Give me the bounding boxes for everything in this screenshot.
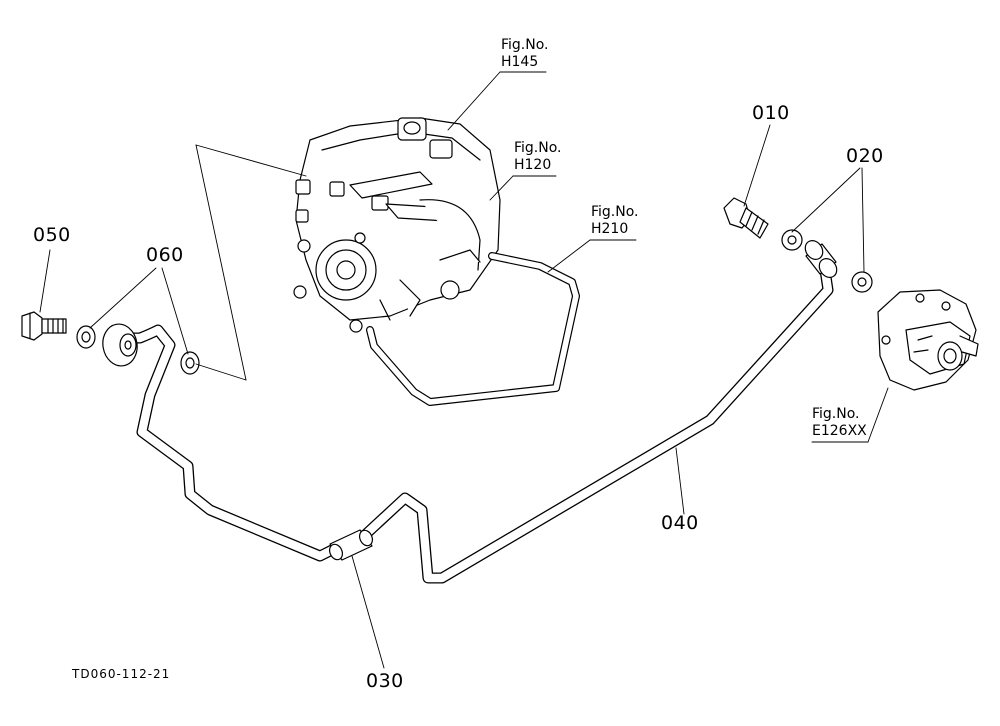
fig-ref-e126xx-line2: E126XX [812,423,867,439]
fig-ref-h145: Fig.No. H145 [501,37,549,71]
clamp-030 [328,529,374,561]
part-label-030: 030 [366,670,404,692]
injection-pump [293,117,501,333]
banjo-eye-left [102,323,138,367]
injection-nozzle [877,289,979,391]
drawing-code: TD060-112-21 [72,667,171,681]
leader-lines [39,71,889,669]
bolt-010 [723,197,769,239]
part-label-020: 020 [846,145,884,167]
fig-ref-h145-line2: H145 [501,54,539,70]
fig-ref-e126xx: Fig.No. E126XX [812,406,867,440]
fig-ref-h120: Fig.No. H120 [514,140,562,174]
fig-ref-e126xx-line1: Fig.No. [812,406,860,422]
fig-ref-h120-line2: H120 [514,157,552,173]
part-label-060: 060 [146,244,184,266]
bolt-050 [21,311,67,341]
fig-ref-h210-line2: H210 [591,221,629,237]
washers-020 [781,229,873,293]
part-label-040: 040 [661,512,699,534]
washers-060 [76,325,200,375]
fig-ref-h210: Fig.No. H210 [591,204,639,238]
fig-ref-h210-line1: Fig.No. [591,204,639,220]
part-label-050: 050 [33,224,71,246]
part-label-010: 010 [752,102,790,124]
fig-ref-h145-line1: Fig.No. [501,37,549,53]
leak-off-pipe [366,252,580,406]
pipe-sleeve-right [804,240,838,278]
return-pipe-040 [117,264,834,584]
fig-ref-h120-line1: Fig.No. [514,140,562,156]
